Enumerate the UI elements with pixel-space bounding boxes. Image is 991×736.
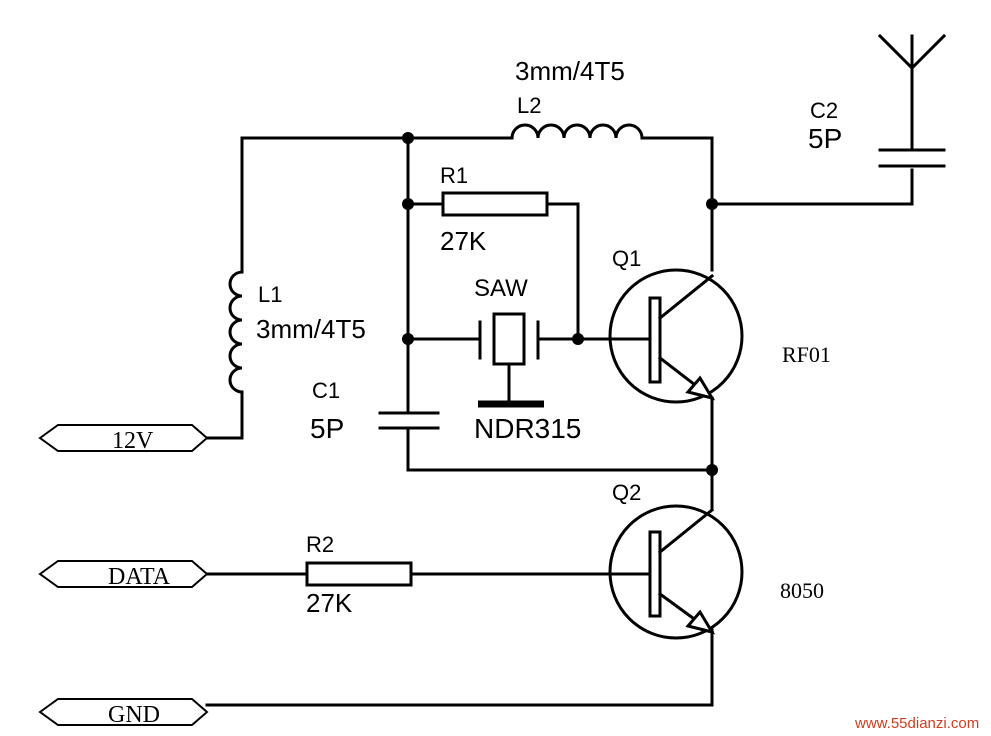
wire-l1-up xyxy=(240,136,514,274)
r1-value: 27K xyxy=(440,226,487,256)
port-data-label: DATA xyxy=(108,564,171,590)
l2-value: 3mm/4T5 xyxy=(515,56,625,86)
r2-ref: R2 xyxy=(306,532,334,557)
saw-resonator xyxy=(478,312,544,408)
junctions xyxy=(402,132,718,476)
wire-l2-right xyxy=(640,136,714,272)
port-gnd: GND xyxy=(38,698,209,728)
transistor-q2 xyxy=(608,504,744,640)
r2-value: 27K xyxy=(306,588,353,618)
r1-ref: R1 xyxy=(440,163,468,188)
wire-left-bus-lower xyxy=(406,428,714,472)
port-gnd-label: GND xyxy=(108,702,160,728)
c2-value: 5P xyxy=(808,123,842,154)
wire-gnd xyxy=(205,628,714,707)
port-data: DATA xyxy=(38,560,209,590)
transistor-q1 xyxy=(608,268,744,404)
wire-c2 xyxy=(710,168,914,206)
capacitor-c2 xyxy=(878,148,946,168)
c1-value: 5P xyxy=(310,413,344,444)
resistor-r1 xyxy=(441,191,549,217)
watermark-text: www.55dianzi.com xyxy=(854,715,979,732)
junction-top-left xyxy=(402,132,414,144)
saw-ref: SAW xyxy=(474,275,528,302)
inductor-l1 xyxy=(228,270,244,420)
wires xyxy=(205,38,914,707)
q2-value: 8050 xyxy=(780,578,824,603)
l1-ref: L1 xyxy=(258,282,282,307)
junction-saw xyxy=(402,333,414,345)
antenna-icon xyxy=(877,33,947,71)
resistor-r2 xyxy=(305,561,413,587)
junction-collector xyxy=(706,198,718,210)
port-12v-label: 12V xyxy=(112,428,154,454)
junction-r1 xyxy=(402,198,414,210)
l1-value: 3mm/4T5 xyxy=(256,314,366,344)
l2-ref: L2 xyxy=(517,93,541,118)
wire-r1-right xyxy=(545,202,580,341)
q1-value: RF01 xyxy=(782,342,831,367)
port-12v: 12V xyxy=(38,424,209,454)
inductor-l2 xyxy=(510,123,644,140)
c1-ref: C1 xyxy=(312,378,340,403)
saw-value: NDR315 xyxy=(474,413,581,444)
junction-emitter xyxy=(706,464,718,476)
junction-base xyxy=(572,333,584,345)
c2-ref: C2 xyxy=(810,98,838,123)
capacitor-c1 xyxy=(378,411,440,430)
q1-ref: Q1 xyxy=(612,246,641,271)
q2-ref: Q2 xyxy=(612,480,641,505)
